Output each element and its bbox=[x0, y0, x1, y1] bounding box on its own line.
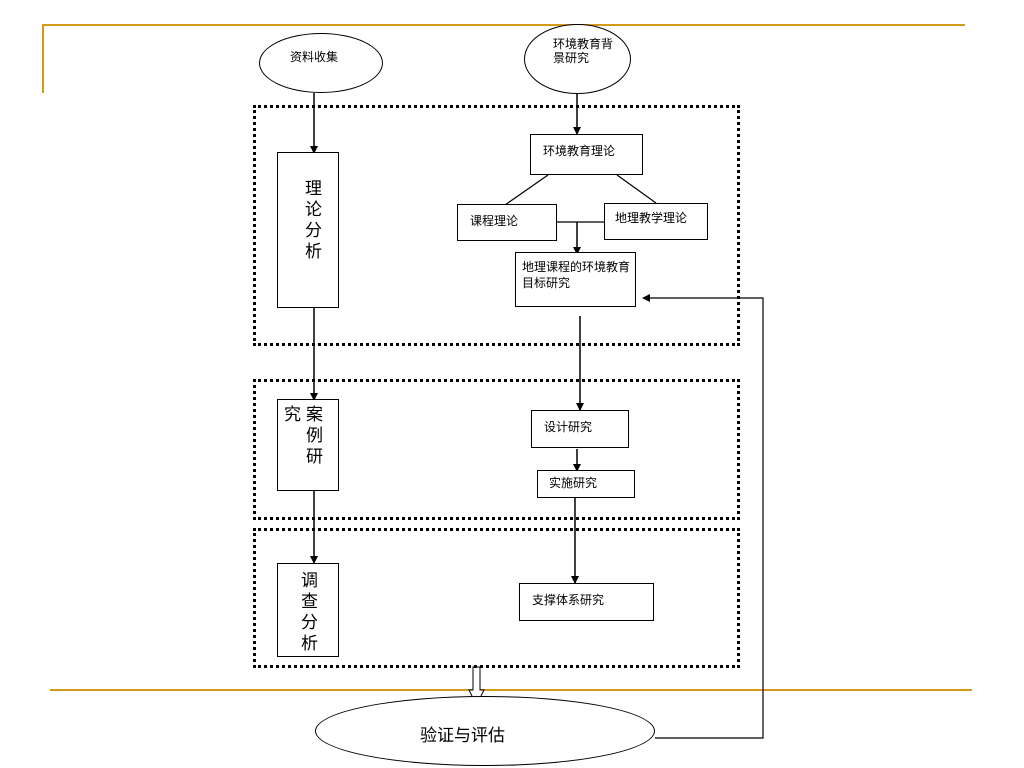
env-theory-box: 环境教育理论 bbox=[530, 134, 643, 175]
glyph: 究 bbox=[284, 405, 301, 425]
glyph: 理 bbox=[305, 179, 322, 199]
design-research-box: 设计研究 bbox=[531, 410, 629, 448]
data-collection-node: 资料收集 bbox=[259, 33, 383, 93]
glyph: 调 bbox=[301, 571, 318, 591]
curriculum-theory-box: 课程理论 bbox=[457, 204, 557, 241]
case-study-side-glyph: 究 bbox=[284, 405, 301, 426]
branch-line-right bbox=[616, 174, 657, 204]
theory-group-region bbox=[253, 105, 740, 346]
survey-analysis-box: 调 查 分 析 bbox=[277, 563, 339, 657]
data-collection-label: 资料收集 bbox=[290, 50, 339, 64]
glyph: 析 bbox=[305, 242, 322, 262]
glyph: 析 bbox=[301, 634, 318, 654]
glyph: 分 bbox=[301, 613, 318, 633]
curriculum-theory-label: 课程理论 bbox=[470, 214, 519, 228]
implementation-research-label: 实施研究 bbox=[549, 476, 598, 490]
design-research-label: 设计研究 bbox=[544, 420, 593, 434]
env-background-label: 环境教育背景研究 bbox=[553, 37, 614, 65]
geo-goals-label: 地理课程的环境教育目标研究 bbox=[522, 260, 631, 290]
implementation-research-box: 实施研究 bbox=[537, 470, 635, 498]
theory-analysis-glyphs: 理 论 分 析 bbox=[305, 179, 322, 263]
env-theory-label: 环境教育理论 bbox=[543, 144, 616, 158]
glyph: 案 bbox=[306, 405, 323, 425]
feedback-loop-line bbox=[642, 294, 764, 739]
case-study-glyphs: 案 例 研 bbox=[306, 405, 323, 468]
validation-label: 验证与评估 bbox=[420, 726, 505, 746]
case-group-region bbox=[253, 379, 740, 520]
geo-teaching-theory-box: 地理教学理论 bbox=[604, 203, 708, 240]
geo-teaching-theory-label: 地理教学理论 bbox=[615, 211, 688, 225]
validation-node: 验证与评估 bbox=[315, 696, 655, 766]
theory-analysis-box: 理 论 分 析 bbox=[277, 152, 339, 308]
geo-goals-box: 地理课程的环境教育目标研究 bbox=[515, 252, 636, 307]
survey-analysis-glyphs: 调 查 分 析 bbox=[301, 571, 318, 655]
glyph: 查 bbox=[301, 592, 318, 612]
survey-group-region bbox=[253, 528, 740, 668]
glyph: 分 bbox=[305, 221, 322, 241]
env-background-node: 环境教育背景研究 bbox=[524, 24, 631, 94]
glyph: 研 bbox=[306, 447, 323, 467]
glyph: 论 bbox=[305, 200, 322, 220]
support-system-box: 支撑体系研究 bbox=[519, 583, 654, 621]
support-system-label: 支撑体系研究 bbox=[532, 593, 605, 607]
case-study-box: 究 案 例 研 bbox=[277, 399, 339, 491]
glyph: 例 bbox=[306, 426, 323, 446]
branch-line-left bbox=[504, 174, 549, 206]
